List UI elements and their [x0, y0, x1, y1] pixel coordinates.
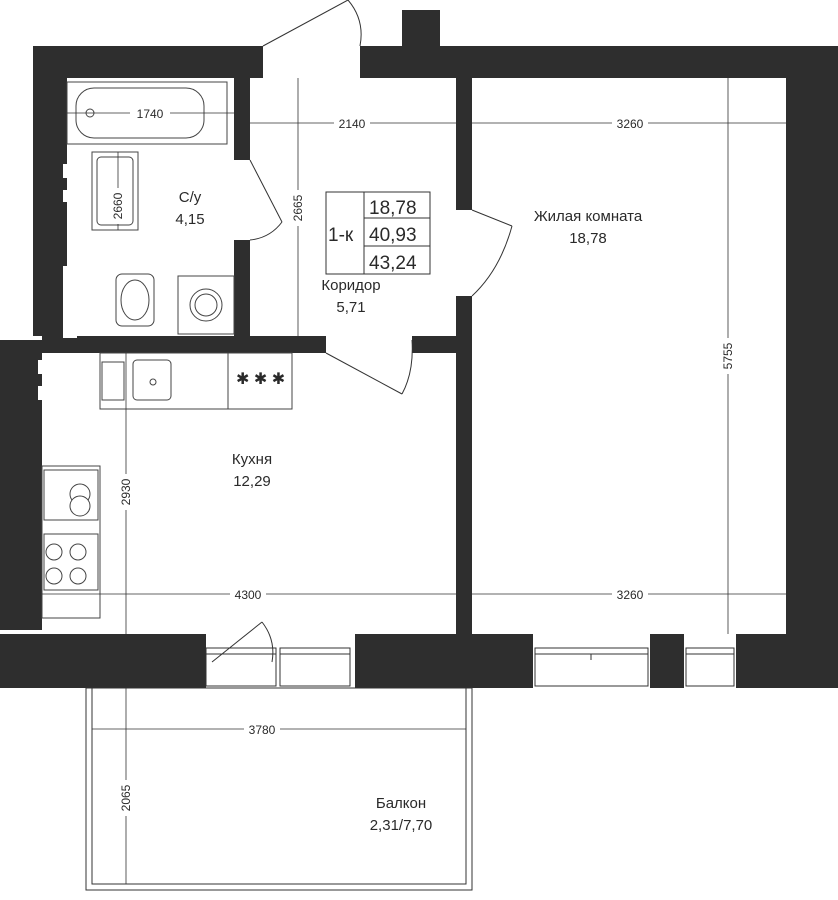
living-area-value: 18,78 — [369, 198, 417, 219]
svg-text:✱ ✱ ✱: ✱ ✱ ✱ — [236, 371, 285, 388]
dim-balcony-width: 3780 — [249, 723, 276, 737]
corridor-name: Коридор — [321, 277, 380, 294]
balcony-outline — [85, 687, 473, 891]
total-with-balcony-value: 43,24 — [369, 253, 417, 274]
corridor-area: 5,71 — [336, 299, 365, 316]
balcony-area: 2,31/7,70 — [370, 817, 433, 834]
stove-burners-icon: ✱ ✱ ✱ — [236, 371, 285, 388]
dimension-labels: 1740 2140 3260 2660 2665 5755 2930 4300 … — [111, 105, 735, 816]
room-labels: С/у 4,15 Коридор 5,71 Жилая комната 18,7… — [175, 189, 642, 834]
dim-living-height: 5755 — [721, 342, 735, 369]
dim-living-top-width: 3260 — [617, 117, 644, 131]
apartment-type-label: 1-к — [328, 225, 354, 246]
bathroom-area: 4,15 — [175, 211, 204, 228]
windows — [205, 647, 735, 687]
balcony-name: Балкон — [376, 795, 426, 812]
walls — [0, 10, 838, 688]
areas-box: 1-к 18,78 40,93 43,24 — [325, 191, 431, 275]
dim-living-bottom-width: 3260 — [617, 588, 644, 602]
total-area-value: 40,93 — [369, 225, 417, 246]
dim-corridor-width: 2140 — [339, 117, 366, 131]
dim-kitchen-height: 2930 — [119, 478, 133, 505]
doors — [211, 0, 513, 663]
dim-kitchen-width: 4300 — [235, 588, 262, 602]
dim-balcony-height: 2065 — [119, 784, 133, 811]
dim-corridor-height: 2665 — [291, 194, 305, 221]
dim-bath-width: 1740 — [137, 107, 164, 121]
bathroom-name: С/у — [179, 189, 202, 206]
kitchen-name: Кухня — [232, 451, 272, 468]
living-room-area: 18,78 — [569, 230, 607, 247]
kitchen-area: 12,29 — [233, 473, 271, 490]
living-room-name: Жилая комната — [534, 208, 643, 225]
dim-bath-height: 2660 — [111, 192, 125, 219]
